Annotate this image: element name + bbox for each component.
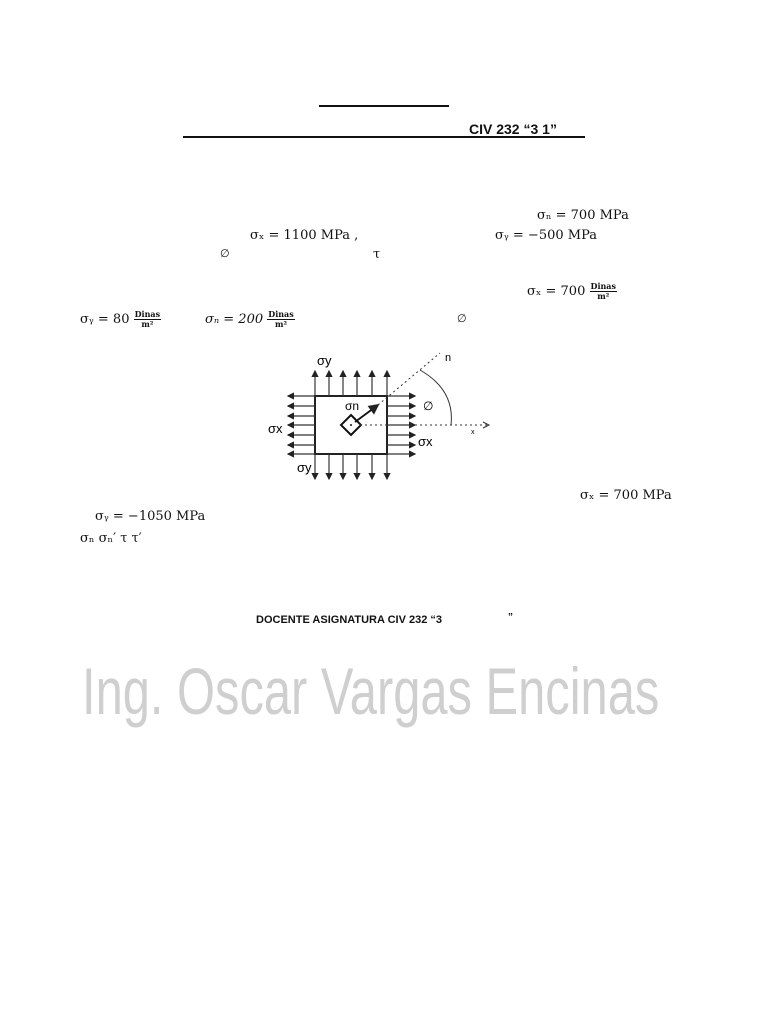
label-sigma-n: σn [345,399,359,413]
p3-sigma-x: σₓ = 700 MPa [580,488,672,503]
label-sigma-x-right: σx [418,434,433,449]
p1-sigma-x: σₓ = 1100 MPa , [250,228,359,243]
p3-sigma-y: σᵧ = −1050 MPa [95,509,206,524]
sigma-y-arrows [311,369,391,481]
p1-sigma-y: σᵧ = −500 MPa [495,228,597,243]
inclined-plane-diamond [339,413,363,437]
p1-tau: τ [373,247,381,262]
unit-num: Dinas [133,309,162,320]
unit-den: m² [597,291,610,301]
unit-num: Dinas [267,309,295,320]
unit-den: m² [275,319,287,329]
label-sigma-y-bottom: σy [297,460,312,475]
label-sigma-x-left: σx [268,421,283,436]
n-axis-line [377,352,441,406]
p2-sigma-y-value: σᵧ = 80 [80,312,130,327]
p3-unknowns: σₙ σₙ′ τ τ′ [80,531,142,546]
p2-sigma-n-value: σₙ = 200 [205,312,264,327]
title-underline [319,105,449,107]
label-sigma-y-top: σy [317,353,332,368]
p2-phi: ∅ [457,312,467,325]
phi-arc [419,369,452,426]
p1-sigma-n: σₙ = 700 MPa [537,208,629,223]
header-rule [183,136,585,138]
unit-den: m² [141,319,154,329]
footer-docente: DOCENTE ASIGNATURA CIV 232 “3 [256,614,443,626]
label-x-axis: x [471,429,475,436]
watermark: Ing. Oscar Vargas Encinas [82,654,660,728]
label-n-axis: n [445,352,451,364]
p1-phi: ∅ [220,247,230,260]
p2-sigma-x-value: σₓ = 700 [527,284,586,299]
stress-element-figure: σy σn ∅ σx σx x n σy [268,352,491,481]
label-phi: ∅ [423,399,433,413]
course-code: CIV 232 “3 1” [469,121,557,137]
unit-num: Dinas [589,281,617,292]
footer-close-quote: ” [508,612,513,623]
sigma-n-arrow [354,403,380,423]
